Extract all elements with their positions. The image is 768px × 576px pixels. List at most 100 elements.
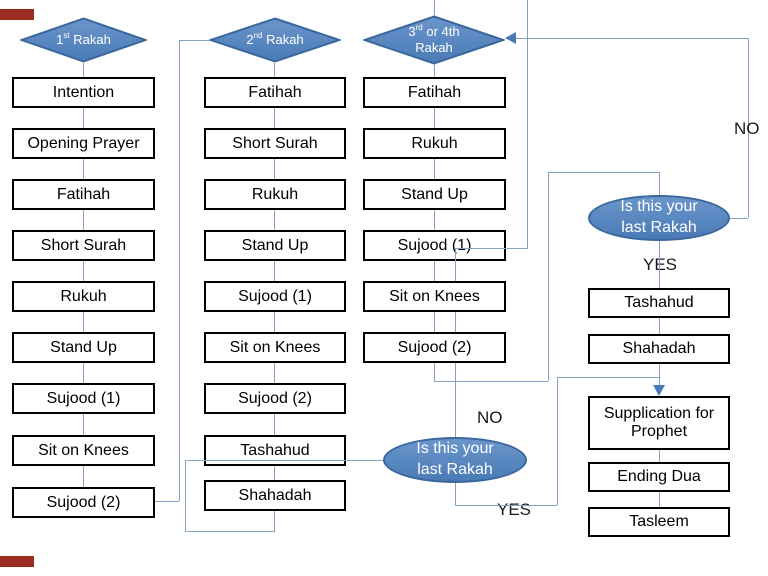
connector <box>83 261 85 281</box>
yes-label-right: YES <box>643 255 678 274</box>
flow-box-sujood2-1: Sujood (2) <box>12 487 155 518</box>
connector <box>434 159 436 179</box>
red-accent-bar-top <box>0 9 34 20</box>
flow-box-stand-up-2: Stand Up <box>204 230 346 261</box>
connector <box>83 159 85 179</box>
flow-box-rukuh-1: Rukuh <box>12 281 155 312</box>
flow-box-ending-dua: Ending Dua <box>588 462 730 492</box>
decision-label: Is this your <box>620 198 698 216</box>
diamond-label: 1st Rakah <box>56 30 111 47</box>
connector <box>548 172 659 174</box>
flow-box-stand-up-3: Stand Up <box>363 179 506 210</box>
connector <box>659 318 661 334</box>
flow-box-rukuh-3: Rukuh <box>363 128 506 159</box>
flow-box-short-surah-1: Short Surah <box>12 230 155 261</box>
connector <box>185 460 187 531</box>
connector <box>659 450 661 462</box>
connector <box>527 0 529 248</box>
connector <box>434 0 436 17</box>
connector <box>83 312 85 332</box>
arrowhead-into-supplication <box>652 385 665 396</box>
connector <box>659 172 661 195</box>
flow-box-shahadah-2: Shahadah <box>204 480 346 511</box>
diamond-shape <box>207 17 343 63</box>
flow-box-fatihah-3: Fatihah <box>363 77 506 108</box>
red-accent-bar-bottom <box>0 556 34 567</box>
connector <box>434 108 436 128</box>
flow-box-intention: Intention <box>12 77 155 108</box>
decision-last-rakah-middle: Is this your last Rakah <box>383 437 527 483</box>
flow-box-sit-on-knees-2: Sit on Knees <box>204 332 346 363</box>
connector <box>455 483 457 505</box>
connector <box>155 501 179 503</box>
connector <box>748 38 750 218</box>
flow-box-sujood1-3: Sujood (1) <box>363 230 506 261</box>
flow-box-fatihah-2: Fatihah <box>204 77 346 108</box>
flow-box-sujood1-1: Sujood (1) <box>12 383 155 414</box>
flow-box-short-surah-2: Short Surah <box>204 128 346 159</box>
connector <box>274 261 276 281</box>
connector <box>274 414 276 435</box>
connector <box>434 210 436 230</box>
diamond-label: 3rd or 4th Rakah <box>408 22 460 55</box>
connector <box>434 63 436 77</box>
diamond-rakah-1: 1st Rakah <box>18 17 149 63</box>
flow-box-shahadah-final: Shahadah <box>588 334 730 364</box>
connector <box>83 63 85 77</box>
flow-box-sit-on-knees-1: Sit on Knees <box>12 435 155 466</box>
connector <box>274 363 276 383</box>
flow-box-tasleem: Tasleem <box>588 507 730 537</box>
connector <box>274 466 276 480</box>
connector <box>185 531 275 533</box>
connector <box>513 38 748 40</box>
flow-box-tashahud-final: Tashahud <box>588 288 730 318</box>
connector <box>274 312 276 332</box>
connector <box>274 210 276 230</box>
connector <box>179 40 209 42</box>
connector <box>274 511 276 531</box>
connector <box>274 159 276 179</box>
connector <box>434 312 436 332</box>
connector <box>434 261 436 281</box>
connector <box>83 414 85 435</box>
diamond-label: 2nd Rakah <box>246 30 304 47</box>
connector <box>274 108 276 128</box>
yes-label-middle: YES <box>497 500 532 519</box>
connector <box>434 381 548 383</box>
flow-box-rukuh-2: Rukuh <box>204 179 346 210</box>
connector <box>557 377 559 505</box>
diamond-rakah-3-4: 3rd or 4th Rakah <box>361 15 507 65</box>
diamond-shape <box>18 17 149 63</box>
no-label-right: NO <box>734 119 760 138</box>
decision-label: last Rakah <box>417 461 493 478</box>
flow-box-sujood1-2: Sujood (1) <box>204 281 346 312</box>
connector <box>83 363 85 383</box>
flow-box-sujood2-2: Sujood (2) <box>204 383 346 414</box>
decision-label: Is this your <box>416 440 494 458</box>
connector <box>557 377 659 379</box>
connector <box>83 466 85 487</box>
connector <box>83 108 85 128</box>
decision-label: last Rakah <box>621 219 697 236</box>
connector <box>659 492 661 507</box>
diamond-rakah-2: 2nd Rakah <box>207 17 343 63</box>
connector <box>179 40 181 501</box>
connector <box>274 63 276 77</box>
no-label-middle: NO <box>477 408 503 427</box>
connector <box>83 210 85 230</box>
flow-box-sit-on-knees-3: Sit on Knees <box>363 281 506 312</box>
flow-box-stand-up-1: Stand Up <box>12 332 155 363</box>
connector <box>434 362 436 381</box>
decision-last-rakah-right: Is this your last Rakah <box>588 195 730 241</box>
flow-box-sujood2-3: Sujood (2) <box>363 332 506 363</box>
diamond-shape <box>361 15 507 65</box>
connector <box>659 364 661 388</box>
flow-box-supplication: Supplication for Prophet <box>588 396 730 450</box>
flow-box-tashahud-2: Tashahud <box>204 435 346 466</box>
connector <box>548 172 550 381</box>
connector <box>730 218 748 220</box>
flow-box-fatihah-1: Fatihah <box>12 179 155 210</box>
arrowhead-into-rakah34-diamond <box>505 31 516 44</box>
